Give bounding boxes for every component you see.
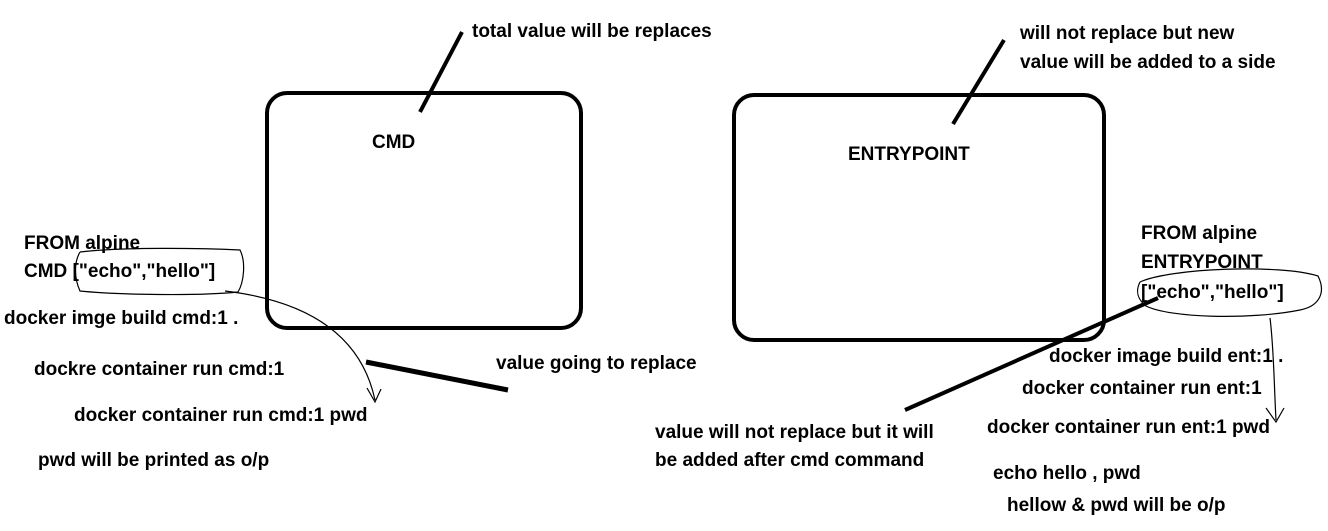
entrypoint-box-label: ENTRYPOINT [848,144,970,165]
ent-combined-command: echo hello , pwd [993,463,1141,484]
cmd-top-note: total value will be replaces [472,21,712,42]
cmd-replace-note: value going to replace [496,353,697,374]
ent-top-note-line1: will not replace but new [1020,23,1235,44]
ent-middle-note-line1: value will not replace but it will [655,422,934,443]
cmd-top-pointer [418,31,464,113]
ent-dockerfile-args: ["echo","hello"] [1141,282,1284,303]
cmd-dockerfile-from: FROM alpine [24,233,141,254]
ent-middle-pointer [904,296,1159,412]
ent-top-pointer [951,38,1006,126]
ent-thin-arrow [1269,317,1277,421]
ent-dockerfile-from: FROM alpine [1141,223,1258,244]
cmd-run-pwd-command: docker container run cmd:1 pwd [74,405,368,426]
cmd-box-label: CMD [372,132,416,153]
ent-build-command: docker image build ent:1 . [1049,346,1284,367]
ent-top-note-line2: value will be added to a side [1020,52,1276,73]
cmd-build-command: docker imge build cmd:1 . [4,308,239,329]
ent-middle-note-line2: be added after cmd command [655,450,925,471]
ent-highlight-loop [1136,268,1322,317]
ent-run-pwd-command: docker container run ent:1 pwd [987,417,1270,438]
ent-dockerfile-entrypoint: ENTRYPOINT [1141,252,1263,273]
cmd-box [265,91,583,330]
cmd-replace-pointer [365,359,509,393]
entrypoint-box [732,93,1106,342]
cmd-highlight-loop [74,247,245,296]
cmd-output-note: pwd will be printed as o/p [38,450,270,471]
ent-run-command: docker container run ent:1 [1022,378,1262,399]
cmd-arrow-head [366,387,382,404]
cmd-thin-arrow [224,290,376,401]
ent-arrow-head [1265,407,1285,424]
ent-output-note: hellow & pwd will be o/p [1007,495,1226,516]
cmd-dockerfile-cmd: CMD ["echo","hello"] [24,261,216,282]
cmd-run-command: dockre container run cmd:1 [34,359,285,380]
